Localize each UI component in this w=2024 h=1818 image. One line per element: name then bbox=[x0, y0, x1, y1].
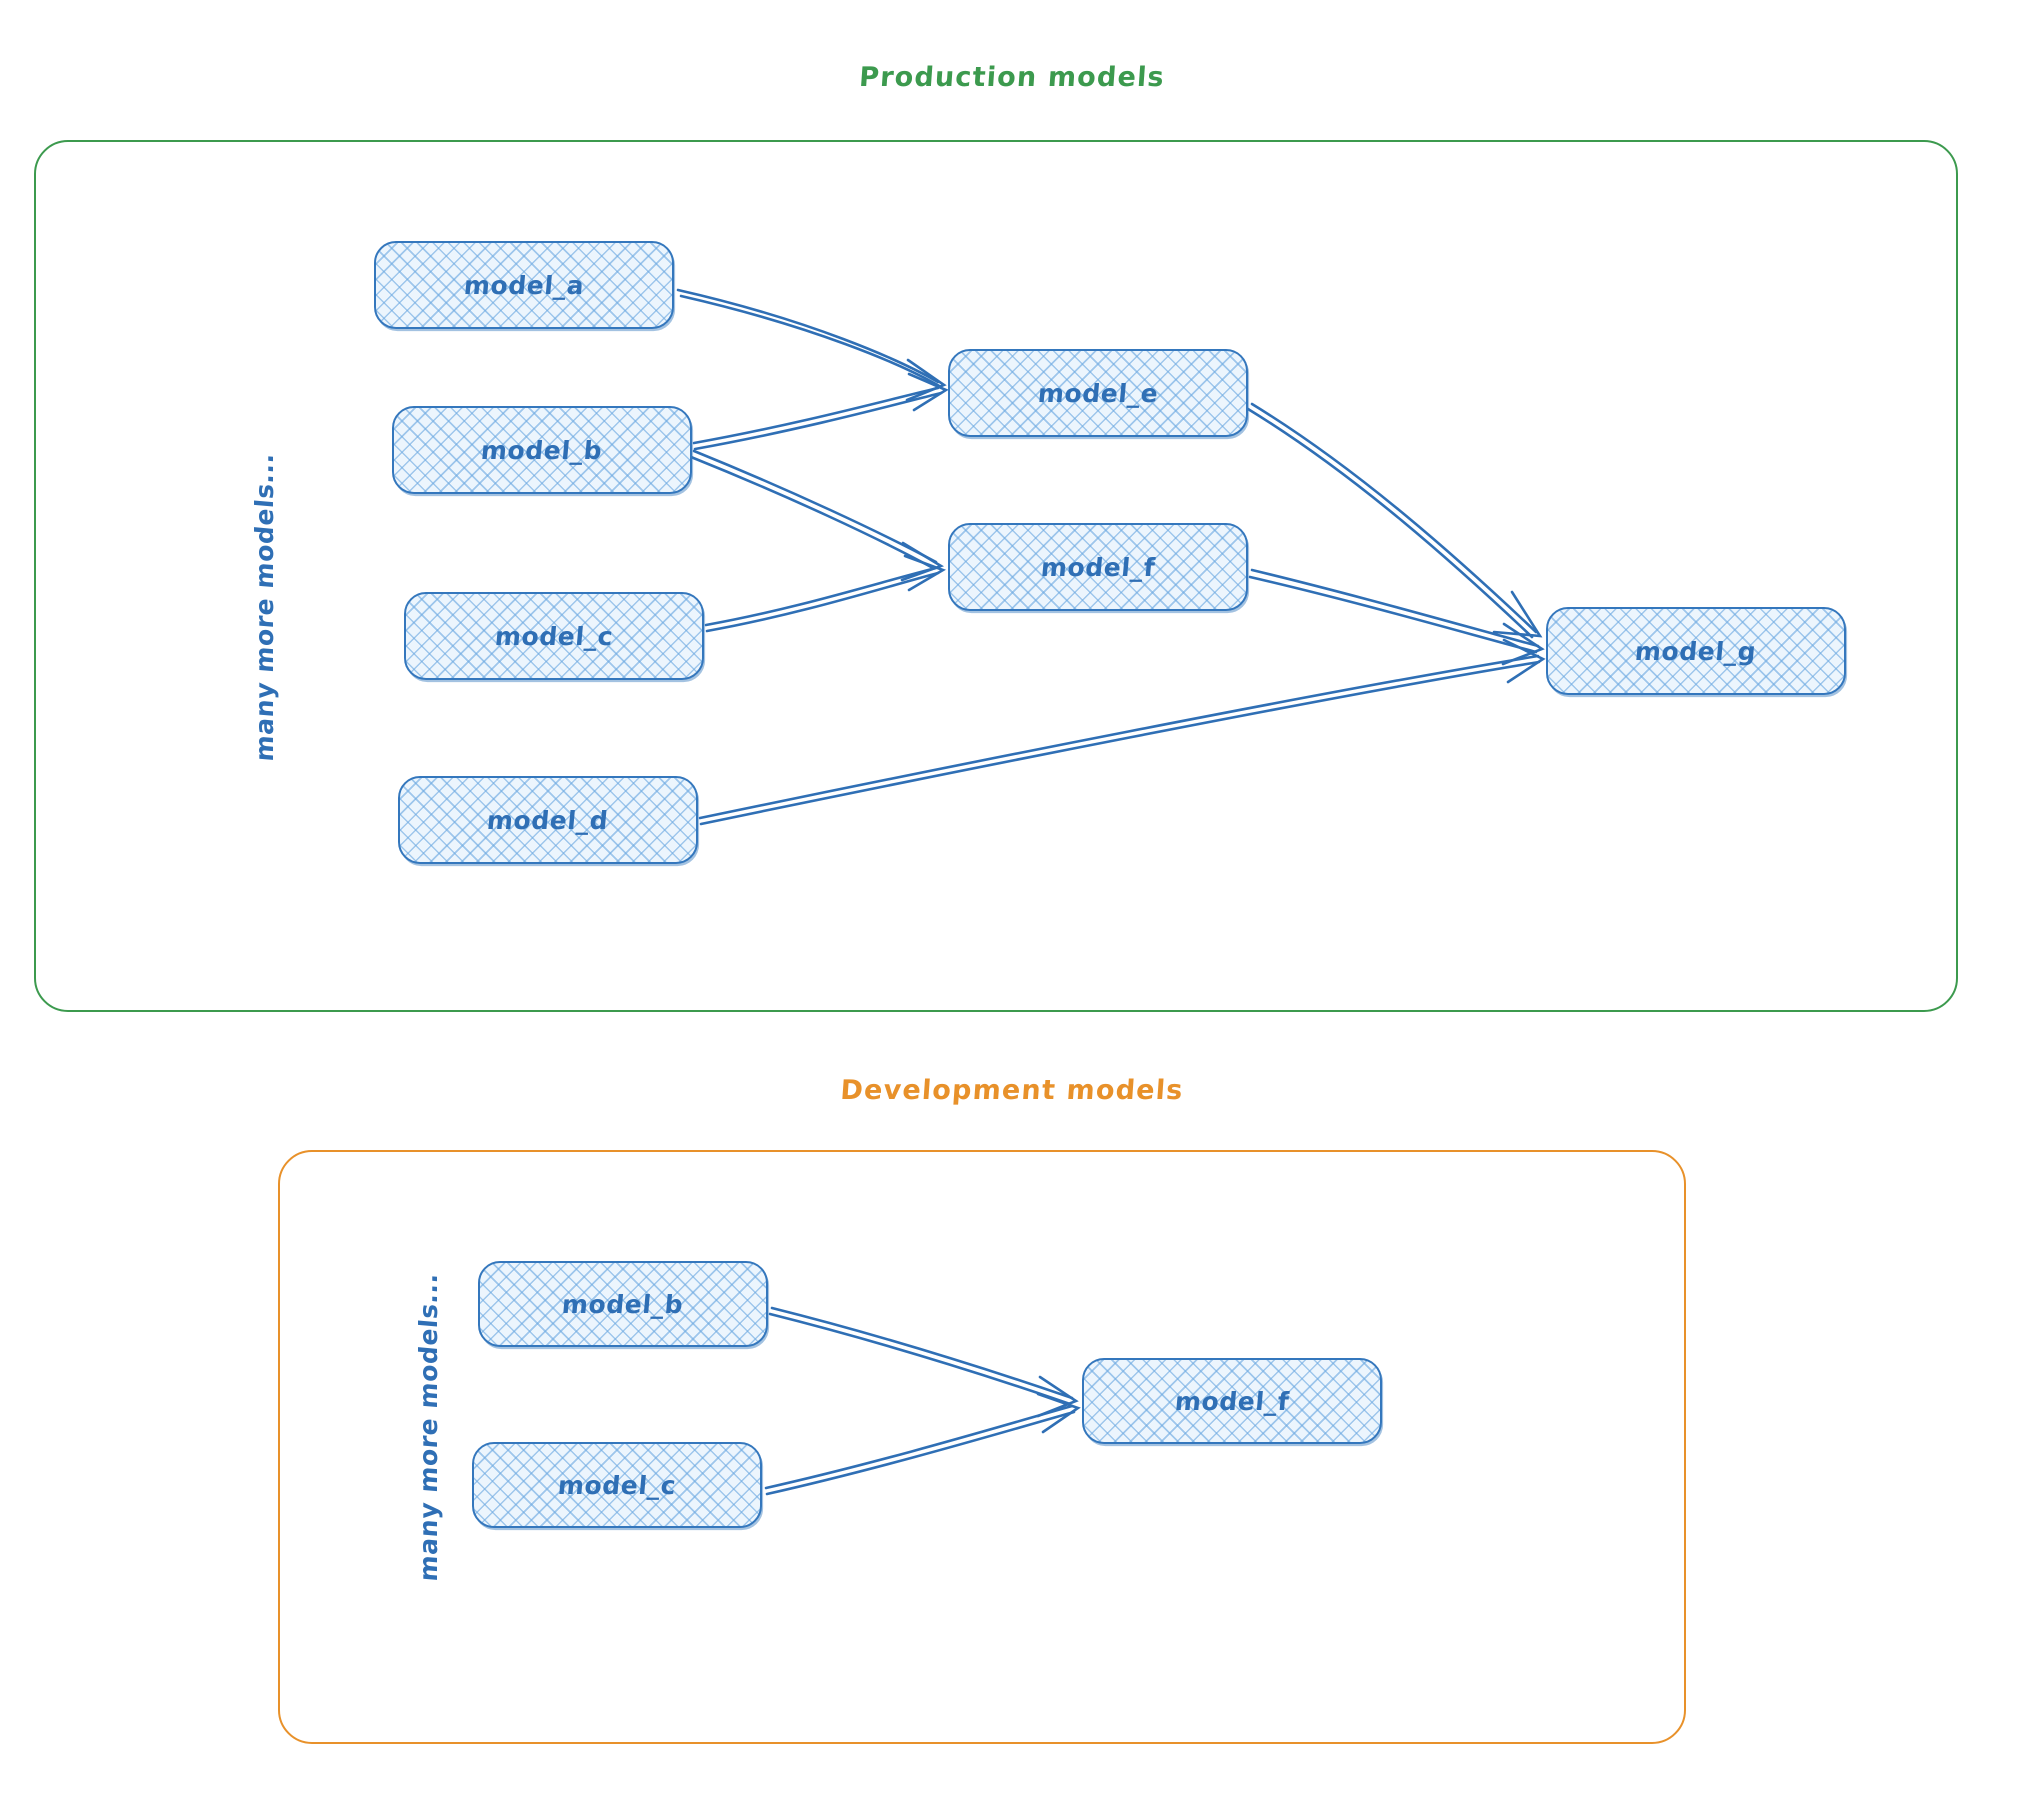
development-many-more-models-note: many more models... bbox=[414, 1271, 443, 1583]
node-model-e[interactable]: model_e bbox=[948, 349, 1248, 437]
node-model-a-label: model_a bbox=[462, 270, 586, 300]
node-dev-model-f-label: model_f bbox=[1173, 1386, 1291, 1416]
group-production-models[interactable] bbox=[34, 140, 1958, 1012]
group-production-title: Production models bbox=[858, 62, 1166, 93]
group-development-title: Development models bbox=[839, 1075, 1185, 1106]
node-dev-model-c[interactable]: model_c bbox=[472, 1442, 762, 1528]
node-model-c[interactable]: model_c bbox=[404, 592, 704, 680]
node-model-a[interactable]: model_a bbox=[374, 241, 674, 329]
node-dev-model-c-label: model_c bbox=[556, 1470, 678, 1500]
node-model-g-label: model_g bbox=[1634, 636, 1758, 666]
node-model-g[interactable]: model_g bbox=[1546, 607, 1846, 695]
node-dev-model-b[interactable]: model_b bbox=[478, 1261, 768, 1347]
node-model-e-label: model_e bbox=[1036, 378, 1160, 408]
node-model-b-label: model_b bbox=[480, 435, 604, 465]
node-model-d[interactable]: model_d bbox=[398, 776, 698, 864]
node-model-b[interactable]: model_b bbox=[392, 406, 692, 494]
node-dev-model-f[interactable]: model_f bbox=[1082, 1358, 1382, 1444]
node-model-d-label: model_d bbox=[486, 805, 610, 835]
node-model-c-label: model_c bbox=[493, 621, 615, 651]
node-dev-model-b-label: model_b bbox=[561, 1289, 685, 1319]
production-many-more-models-note: many more models... bbox=[250, 451, 279, 763]
node-model-f-label: model_f bbox=[1039, 552, 1157, 582]
node-model-f[interactable]: model_f bbox=[948, 523, 1248, 611]
group-development-models[interactable] bbox=[278, 1150, 1686, 1744]
